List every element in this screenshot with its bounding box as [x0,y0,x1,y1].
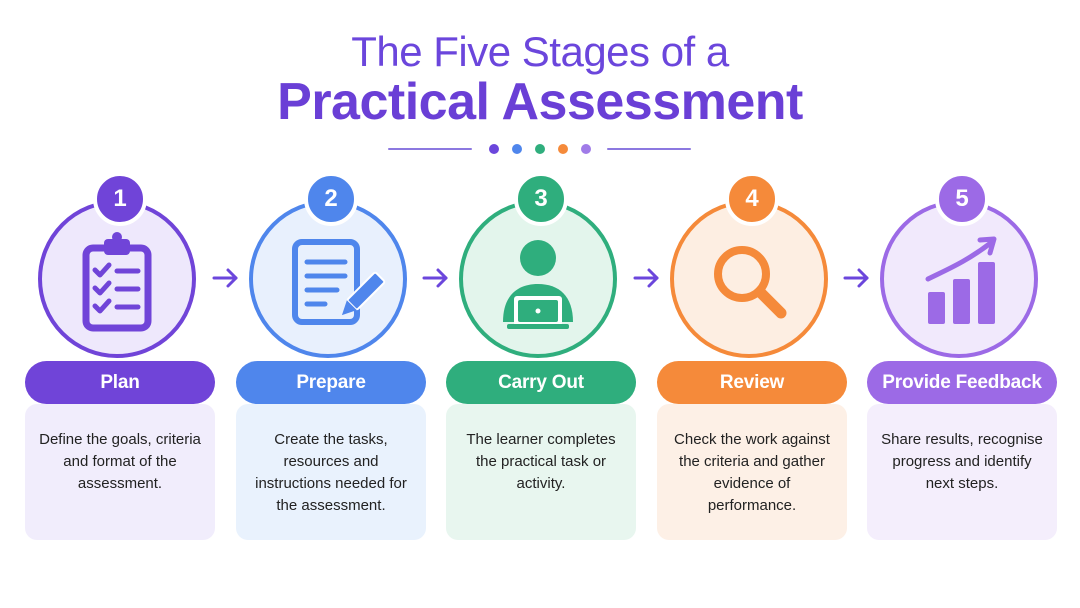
stage-prepare: 2 Prepare Create the tasks, resources an… [236,172,426,540]
title-divider [0,141,1080,157]
stage-description: The learner completes the practical task… [446,404,636,540]
title-line-1: The Five Stages of a [351,28,729,75]
stage-icon-ring [459,200,617,358]
stage-description: Create the tasks, resources and instruct… [236,404,426,540]
stage-label: Review [657,361,847,404]
stage-label: Carry Out [446,361,636,404]
stage-plan: 1 Plan Define the goals, criteria and fo… [25,172,215,540]
clipboard-checklist-icon [82,232,152,332]
stage-description: Define the goals, criteria and format of… [25,404,215,540]
stage-provide-feedback: 5 Provide Feedback Share results, recogn… [867,172,1057,540]
stage-number-badge: 4 [725,172,779,226]
document-pencil-icon [292,239,386,325]
divider-dot [558,144,568,154]
page-title: Practical Assessment [277,73,803,131]
growth-chart-icon [925,236,997,324]
stage-number-badge: 1 [93,172,147,226]
learner-laptop-icon [503,240,573,329]
stage-review: 4 Review Check the work against the crit… [657,172,847,540]
stage-description: Share results, recognise progress and id… [867,404,1057,540]
stage-icon-ring [670,200,828,358]
stage-label: Plan [25,361,215,404]
stage-description: Check the work against the criteria and … [657,404,847,540]
stage-number-badge: 2 [304,172,358,226]
arrow-right-icon [843,268,869,288]
divider-dot [489,144,499,154]
stage-icon-ring [38,200,196,358]
stage-number-badge: 3 [514,172,568,226]
stage-number-badge: 5 [935,172,989,226]
arrow-right-icon [422,268,448,288]
arrow-right-icon [633,268,659,288]
magnifying-glass-icon [714,246,787,319]
stage-label: Provide Feedback [867,361,1057,404]
divider-dot [581,144,591,154]
arrow-right-icon [212,268,238,288]
divider-line-left [388,148,472,150]
divider-dot [512,144,522,154]
divider-line-right [607,148,691,150]
stage-carry-out: 3 Carry Out The learner completes the pr… [446,172,636,540]
stage-label: Prepare [236,361,426,404]
divider-dot [535,144,545,154]
